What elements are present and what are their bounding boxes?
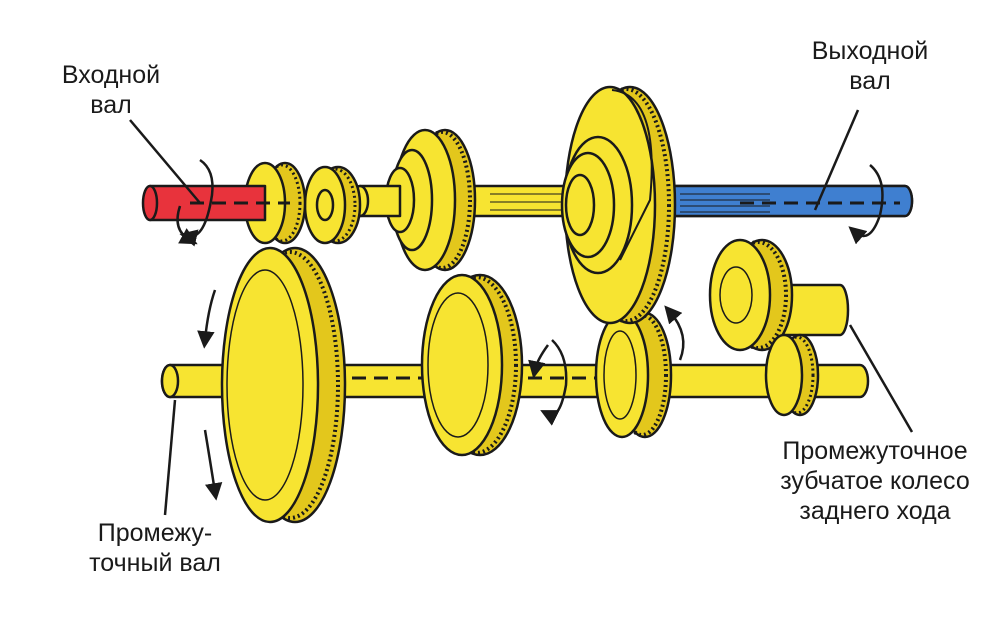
- rotation-arrows: [176, 158, 884, 501]
- main-shaft-end-gear: [303, 165, 362, 245]
- label-output-shaft-line-1: Выходной: [811, 37, 929, 65]
- label-countershaft-line-1: Промежу-: [97, 519, 213, 547]
- label-input-shaft: Входной вал: [46, 60, 176, 120]
- label-countershaft: Промежу- точный вал: [70, 518, 240, 578]
- label-reverse-idler-line-2: зубчатое колесо: [780, 467, 970, 495]
- countershaft-small-gear: [594, 311, 673, 439]
- main-shaft-stepped-gear: [350, 128, 477, 272]
- reverse-idler-gear: [708, 238, 794, 352]
- label-reverse-idler: Промежуточное зубчатое колесо заднего хо…: [760, 436, 990, 526]
- label-input-shaft-line-1: Входной: [61, 61, 161, 89]
- label-output-shaft: Выходной вал: [790, 36, 950, 96]
- main-shaft-large-gear: [560, 85, 677, 325]
- output-shaft: [468, 184, 914, 218]
- label-reverse-idler-line-3: заднего хода: [799, 497, 951, 525]
- leader-lines: [129, 109, 914, 516]
- countershaft-large-gear: [220, 246, 347, 524]
- countershaft-middle-gear: [420, 273, 524, 457]
- label-output-shaft-line-2: вал: [849, 67, 891, 95]
- reverse-small-gear: [764, 333, 820, 417]
- label-reverse-idler-line-1: Промежуточное: [782, 437, 968, 465]
- label-countershaft-line-2: точный вал: [89, 549, 221, 577]
- label-input-shaft-line-2: вал: [90, 91, 132, 119]
